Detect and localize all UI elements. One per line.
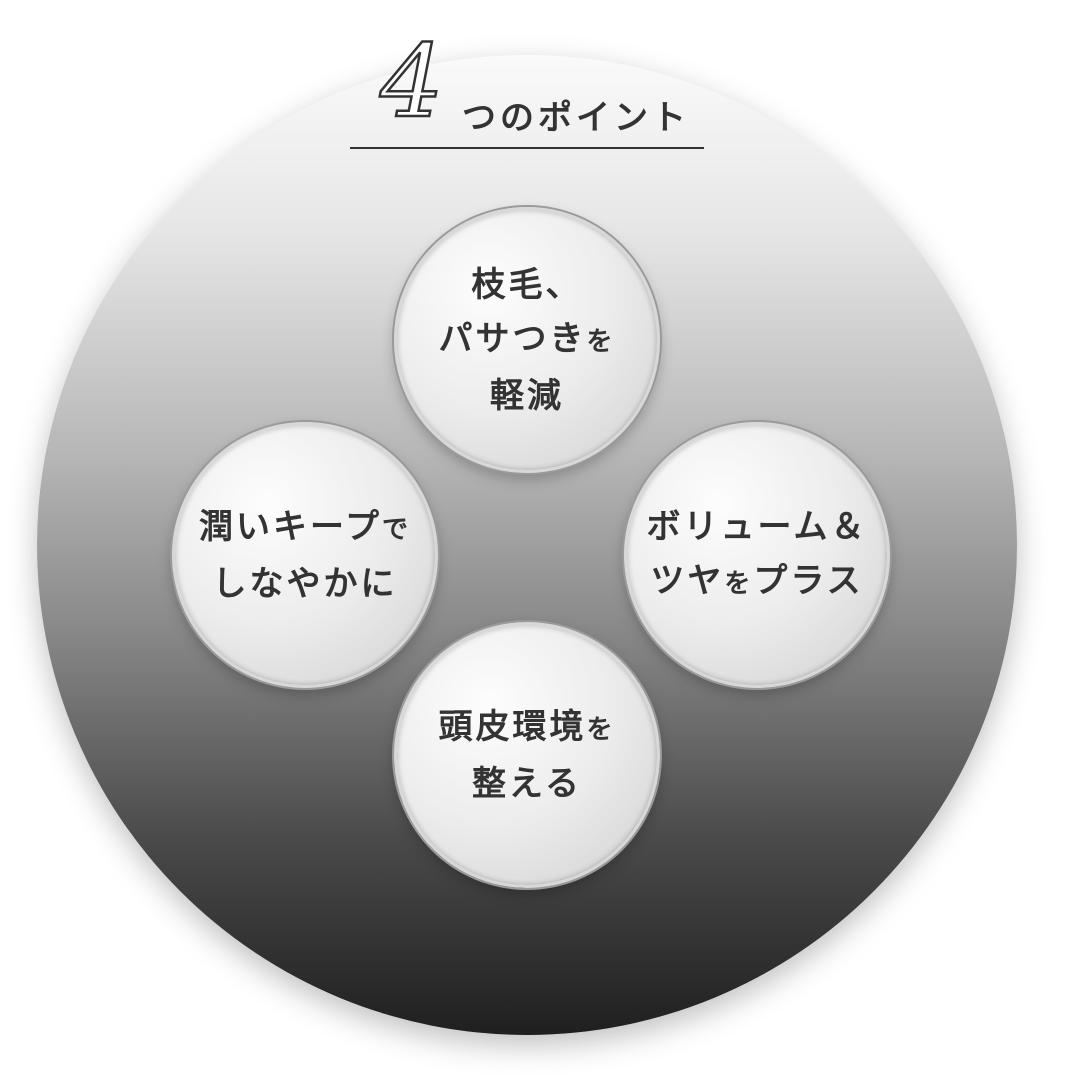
point-line: ボリューム＆ xyxy=(647,500,868,554)
point-text: 頭皮環境 xyxy=(438,706,587,747)
point-line: ツヤをプラス xyxy=(650,554,863,611)
point-text: 整える xyxy=(472,763,582,804)
point-text: パサつき xyxy=(438,318,587,359)
section-title: 4 つのポイント xyxy=(350,30,704,150)
point-text: 潤いキープ xyxy=(199,506,382,547)
point-text: を xyxy=(586,714,616,745)
title-underline xyxy=(350,147,704,149)
point-line: 整える xyxy=(472,757,582,811)
point-text: プラス xyxy=(753,560,864,601)
point-line: 潤いキープで xyxy=(199,500,411,557)
point-text: ボリューム＆ xyxy=(646,506,868,547)
point-text: しなやかに xyxy=(212,563,398,604)
point-text: 枝毛、 xyxy=(471,264,583,305)
point-volume-shine: ボリューム＆ ツヤをプラス xyxy=(624,422,890,688)
point-text: で xyxy=(381,514,411,545)
point-line: しなやかに xyxy=(213,557,398,611)
title-text: つのポイント xyxy=(462,98,690,138)
point-moisture: 潤いキープで しなやかに xyxy=(172,422,438,688)
point-scalp: 頭皮環境を 整える xyxy=(394,622,660,888)
point-text: を xyxy=(724,568,754,599)
point-line: パサつきを xyxy=(438,312,615,369)
point-line: 軽減 xyxy=(490,369,564,423)
point-text: を xyxy=(586,326,616,357)
point-line: 頭皮環境を xyxy=(438,700,615,757)
point-text: 軽減 xyxy=(490,375,564,416)
point-split-ends: 枝毛、 パサつきを 軽減 xyxy=(394,207,660,473)
title-number: 4 xyxy=(379,23,445,140)
point-line: 枝毛、 xyxy=(472,258,583,312)
point-text: ツヤ xyxy=(650,560,725,601)
